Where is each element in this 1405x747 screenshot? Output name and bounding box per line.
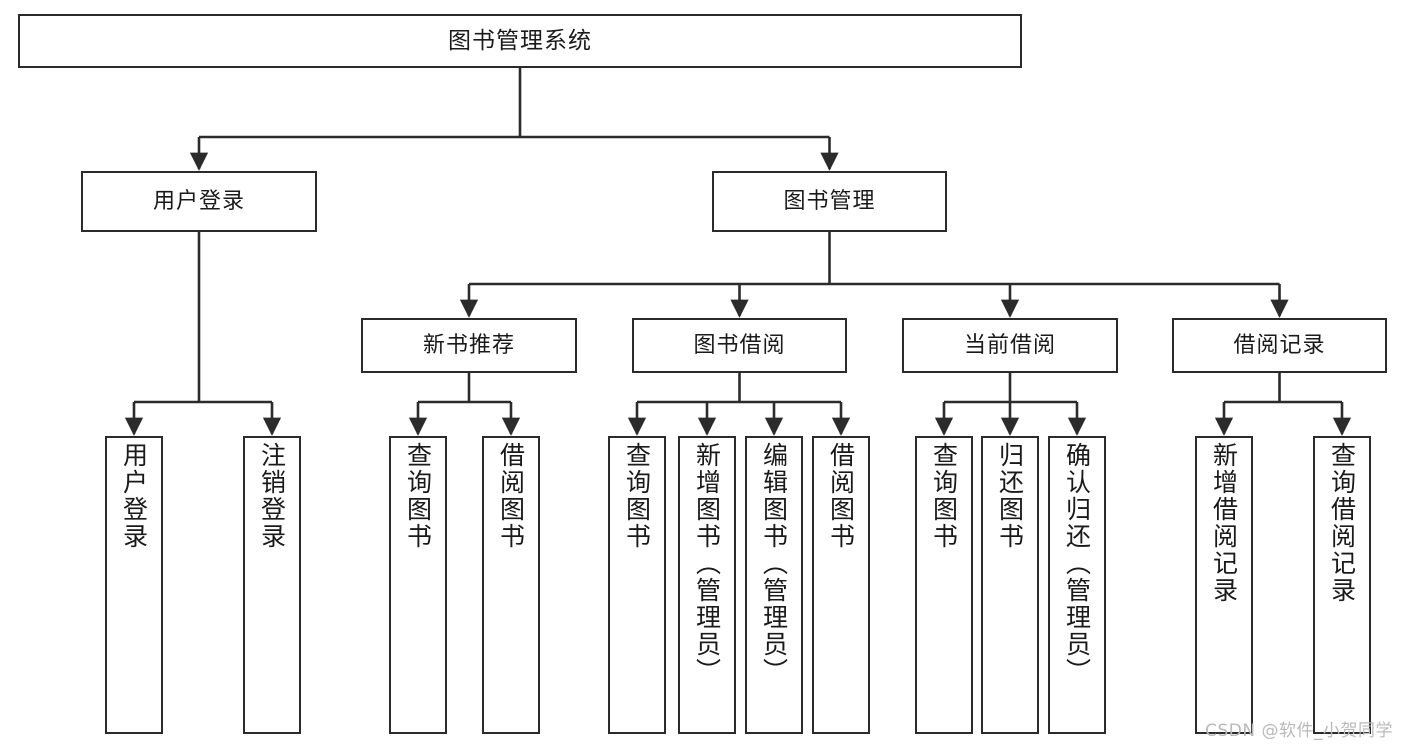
node-label: 借阅图书 bbox=[826, 442, 856, 550]
node-label: 用户登录 bbox=[119, 442, 149, 550]
node-leaf-query-book-3[interactable]: 查询图书 bbox=[915, 436, 973, 734]
node-leaf-return-book[interactable]: 归还图书 bbox=[981, 436, 1039, 734]
node-leaf-user-login[interactable]: 用户登录 bbox=[105, 436, 163, 734]
node-leaf-edit-book[interactable]: 编辑图书（管理员） bbox=[745, 436, 803, 734]
node-label: 图书管理 bbox=[783, 188, 876, 214]
node-label: 新书推荐 bbox=[422, 332, 515, 358]
node-label: 借阅记录 bbox=[1233, 332, 1326, 358]
node-label: 用户登录 bbox=[152, 188, 245, 214]
node-leaf-query-book-1[interactable]: 查询图书 bbox=[389, 436, 447, 734]
node-label: 确认归还（管理员） bbox=[1062, 442, 1092, 685]
node-label: 查询借阅记录 bbox=[1327, 442, 1357, 604]
node-current-borrow[interactable]: 当前借阅 bbox=[902, 318, 1118, 373]
node-leaf-borrow-book-1[interactable]: 借阅图书 bbox=[482, 436, 540, 734]
node-leaf-confirm-return[interactable]: 确认归还（管理员） bbox=[1048, 436, 1106, 734]
node-label: 图书借阅 bbox=[693, 332, 786, 358]
node-label: 新增图书（管理员） bbox=[692, 442, 722, 685]
node-leaf-add-book[interactable]: 新增图书（管理员） bbox=[678, 436, 736, 734]
node-borrow-record[interactable]: 借阅记录 bbox=[1172, 318, 1387, 373]
node-label: 查询图书 bbox=[622, 442, 652, 550]
node-label: 图书管理系统 bbox=[448, 27, 592, 54]
node-leaf-user-logout[interactable]: 注销登录 bbox=[243, 436, 301, 734]
node-leaf-borrow-book-2[interactable]: 借阅图书 bbox=[812, 436, 870, 734]
node-book-borrow[interactable]: 图书借阅 bbox=[632, 318, 847, 373]
node-label: 查询图书 bbox=[403, 442, 433, 550]
node-new-book-rec[interactable]: 新书推荐 bbox=[361, 318, 577, 373]
watermark: CSDN @软件_小贺同学 bbox=[1205, 721, 1393, 741]
node-user-login[interactable]: 用户登录 bbox=[81, 171, 317, 232]
node-label: 归还图书 bbox=[995, 442, 1025, 550]
node-label: 编辑图书（管理员） bbox=[759, 442, 789, 685]
node-label: 注销登录 bbox=[257, 442, 287, 550]
node-leaf-query-book-2[interactable]: 查询图书 bbox=[608, 436, 666, 734]
node-label: 查询图书 bbox=[929, 442, 959, 550]
node-leaf-query-record[interactable]: 查询借阅记录 bbox=[1313, 436, 1371, 734]
node-book-manage[interactable]: 图书管理 bbox=[712, 171, 947, 232]
node-label: 借阅图书 bbox=[496, 442, 526, 550]
node-label: 新增借阅记录 bbox=[1209, 442, 1239, 604]
node-root[interactable]: 图书管理系统 bbox=[18, 14, 1022, 68]
node-label: 当前借阅 bbox=[963, 332, 1056, 358]
node-leaf-add-record[interactable]: 新增借阅记录 bbox=[1195, 436, 1253, 734]
